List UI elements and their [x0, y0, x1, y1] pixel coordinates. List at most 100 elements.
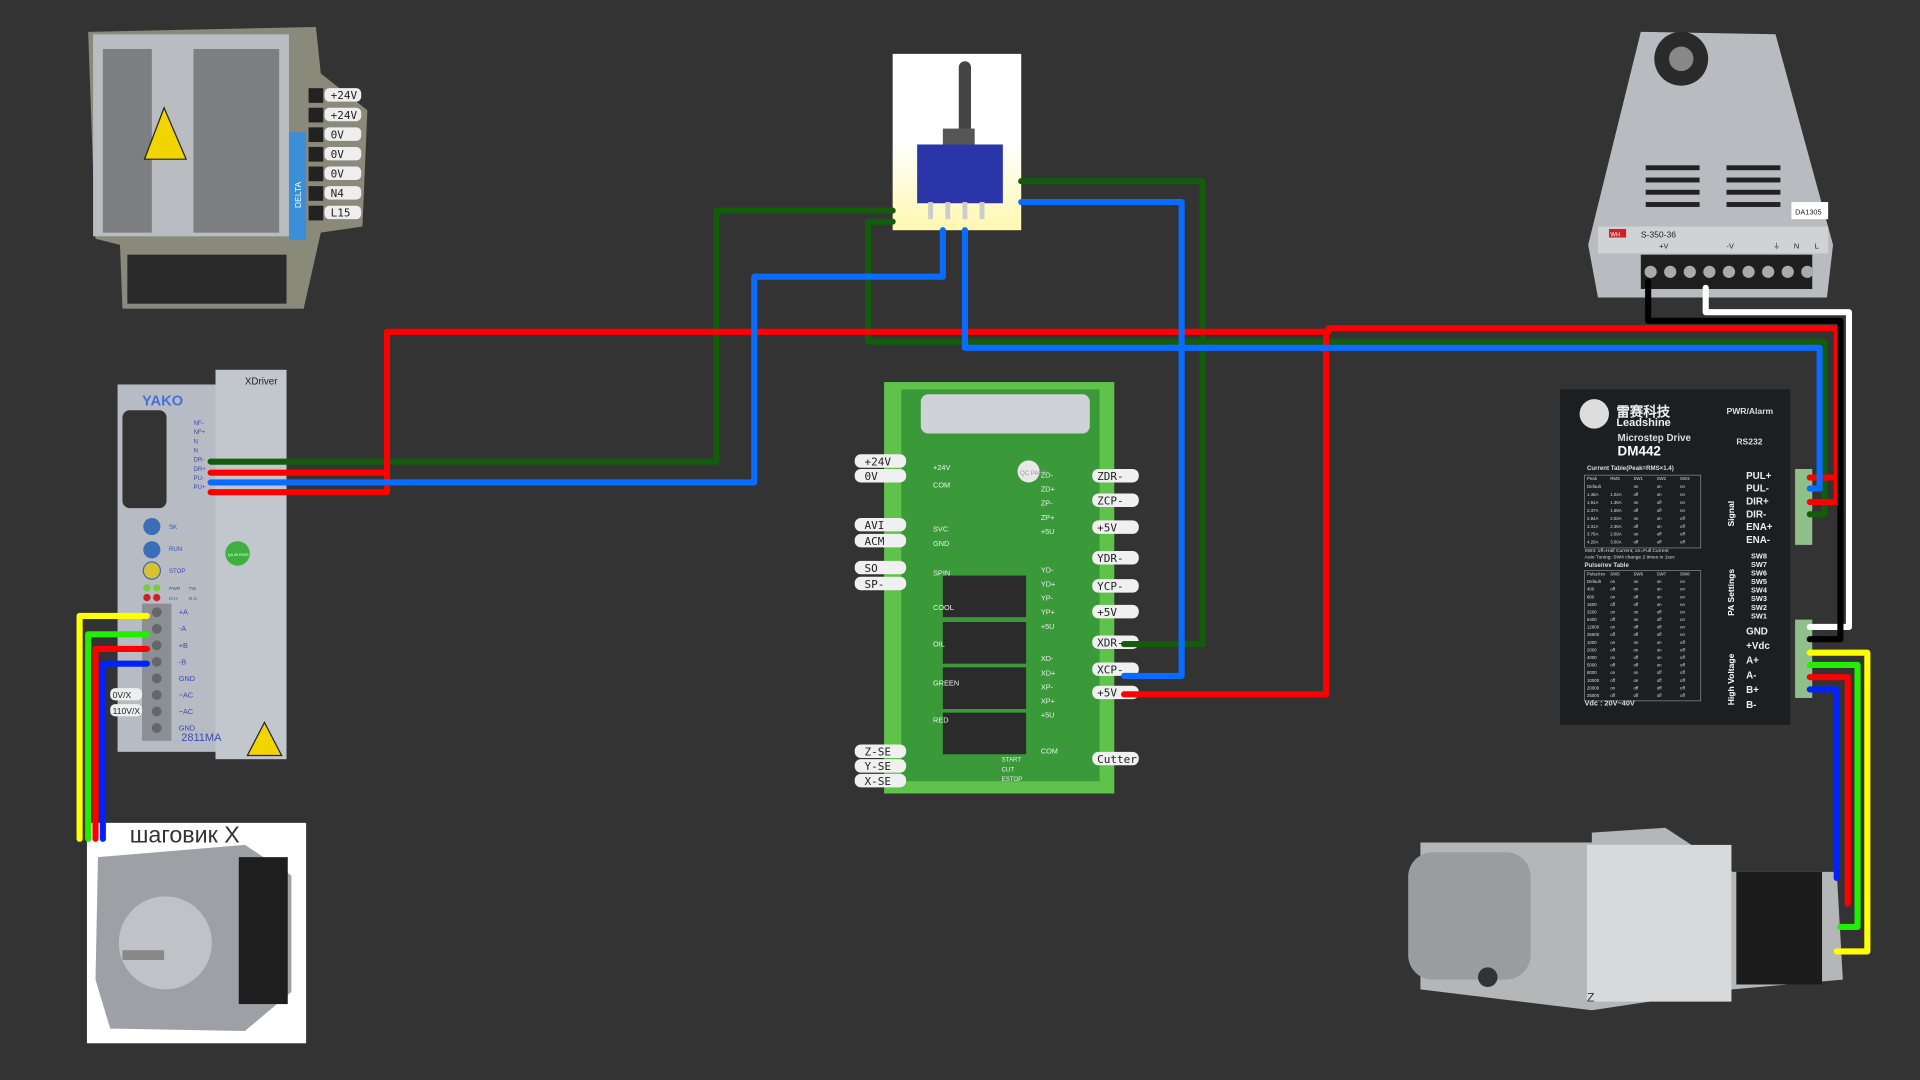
table-cell: 2000	[1587, 647, 1597, 652]
table-cell: on	[1633, 647, 1638, 652]
pin-label: ZD+	[1041, 485, 1055, 494]
sw-label: SW1	[1751, 611, 1767, 620]
wire-green-x	[85, 631, 150, 842]
wire-tag	[1092, 579, 1139, 593]
pin-label: NF-	[193, 420, 203, 427]
led-label: PWR	[169, 586, 181, 592]
pin-label: XD-	[1041, 654, 1054, 663]
table-cell: on	[1610, 594, 1615, 599]
svg-text:Z: Z	[1587, 991, 1595, 1005]
toggle-switch[interactable]	[892, 53, 1022, 231]
wire-tag	[854, 759, 907, 773]
table-cell: on	[1657, 663, 1662, 668]
warning-icon	[246, 721, 283, 757]
wire-white-gnd	[1702, 284, 1853, 630]
pin-label: COM	[1041, 747, 1058, 756]
terminal-screw	[151, 690, 162, 700]
wire-tag-label: +5V	[1097, 687, 1117, 700]
table-cell: 1600	[1587, 602, 1597, 607]
knob-label: RUN	[169, 546, 182, 553]
sk-knob[interactable]	[143, 517, 161, 536]
toggle-lever[interactable]	[958, 61, 972, 135]
table-cell: off	[1633, 663, 1639, 668]
terminal-label: N4	[331, 187, 345, 200]
wire-tag-label: 110V/X	[113, 706, 141, 716]
pin-label: NF+	[193, 429, 205, 436]
terminal-label: -A	[179, 624, 186, 633]
pin-label: +24V	[933, 463, 950, 472]
wire-tag	[1092, 551, 1139, 565]
table-cell: off	[1633, 602, 1639, 607]
table-cell: on	[1633, 609, 1638, 614]
table-cell: 12800	[1587, 625, 1600, 630]
svg-text:S-350-36: S-350-36	[1641, 230, 1676, 240]
wire-blue-b-minus	[1806, 686, 1840, 882]
table-cell: off	[1633, 492, 1639, 497]
table-cell: off	[1680, 540, 1686, 545]
svg-text:DM442: DM442	[1618, 444, 1661, 459]
table-cell: off	[1657, 609, 1663, 614]
wire-tag-label: ZDR-	[1097, 470, 1124, 483]
wire-red-b-plus	[1806, 674, 1851, 907]
table-cell: off	[1610, 693, 1616, 698]
knob-label: SK	[169, 524, 177, 531]
delta-label	[288, 132, 307, 240]
wire-yellow-x	[76, 612, 150, 842]
pin-label: DR+	[193, 466, 206, 473]
svg-text:QC PASS: QC PASS	[1020, 470, 1047, 477]
svg-text:Microstep Drive: Microstep Drive	[1618, 433, 1692, 444]
signal-pin-label: DIR-	[1746, 509, 1766, 520]
terminal-screw	[308, 186, 324, 201]
terminal-screw	[308, 107, 324, 123]
table-cell: on	[1610, 655, 1615, 660]
terminal-screw	[308, 146, 324, 162]
table-cell: 2.36A	[1610, 524, 1622, 529]
terminal-label: ~AC	[179, 690, 194, 699]
table-cell: on	[1680, 594, 1685, 599]
terminal-screw	[151, 656, 162, 667]
terminal-screw	[1781, 265, 1794, 278]
terminal-screw	[308, 205, 324, 221]
table-cell: on	[1657, 655, 1662, 660]
table-cell: on	[1633, 516, 1638, 521]
pin-label: GREEN	[933, 679, 959, 688]
svg-text:XDriver: XDriver	[245, 376, 278, 387]
wire-tag-label: 0V/X	[113, 690, 132, 700]
signal-pin-label: PUL+	[1746, 471, 1772, 482]
table-cell: off	[1657, 625, 1663, 630]
hv-pin-label: A-	[1746, 670, 1756, 681]
terminal-label: +A	[179, 608, 188, 617]
svg-text:Auto Tuning: SW4 change 2 time: Auto Tuning: SW4 change 2 times in 1sec	[1584, 554, 1675, 560]
wire-tag	[1092, 468, 1139, 483]
table-cell: off	[1657, 685, 1663, 690]
wire-tag-label: +5V	[1097, 606, 1117, 619]
led-label: O.C	[189, 596, 198, 602]
table-cell: 8000	[1587, 670, 1597, 675]
sw-label: SW6	[1751, 569, 1767, 578]
wire-tag	[1092, 662, 1139, 676]
run-knob[interactable]	[143, 541, 161, 559]
wire-tag-label: Z-SE	[864, 746, 891, 759]
table-cell: off	[1610, 602, 1616, 607]
wire-tag-label: Cutter	[1097, 753, 1137, 766]
table-cell: 1.04A	[1610, 492, 1622, 497]
svg-text:High Voltage: High Voltage	[1726, 653, 1736, 705]
wire-tag	[324, 88, 362, 102]
svg-text:DA1305: DA1305	[1795, 207, 1821, 216]
wire-tag-label: ZCP-	[1097, 494, 1124, 507]
stop-knob[interactable]	[142, 561, 162, 580]
table-cell: on	[1633, 579, 1638, 584]
table-cell: on	[1657, 516, 1662, 521]
terminal-label: +24V	[331, 109, 358, 122]
svg-text:RS232: RS232	[1736, 436, 1762, 446]
wire-tag	[324, 205, 362, 220]
pin-label: OIL	[933, 640, 945, 649]
wire-green-a-minus	[1806, 661, 1861, 930]
pin-label: RED	[933, 715, 948, 724]
svg-text:SW4: off=Half Current; on=Full: SW4: off=Half Current; on=Full Current	[1584, 548, 1669, 554]
terminal-screw	[1762, 265, 1775, 278]
table-cell: on	[1657, 647, 1662, 652]
svg-text:Leadshine: Leadshine	[1616, 417, 1670, 429]
